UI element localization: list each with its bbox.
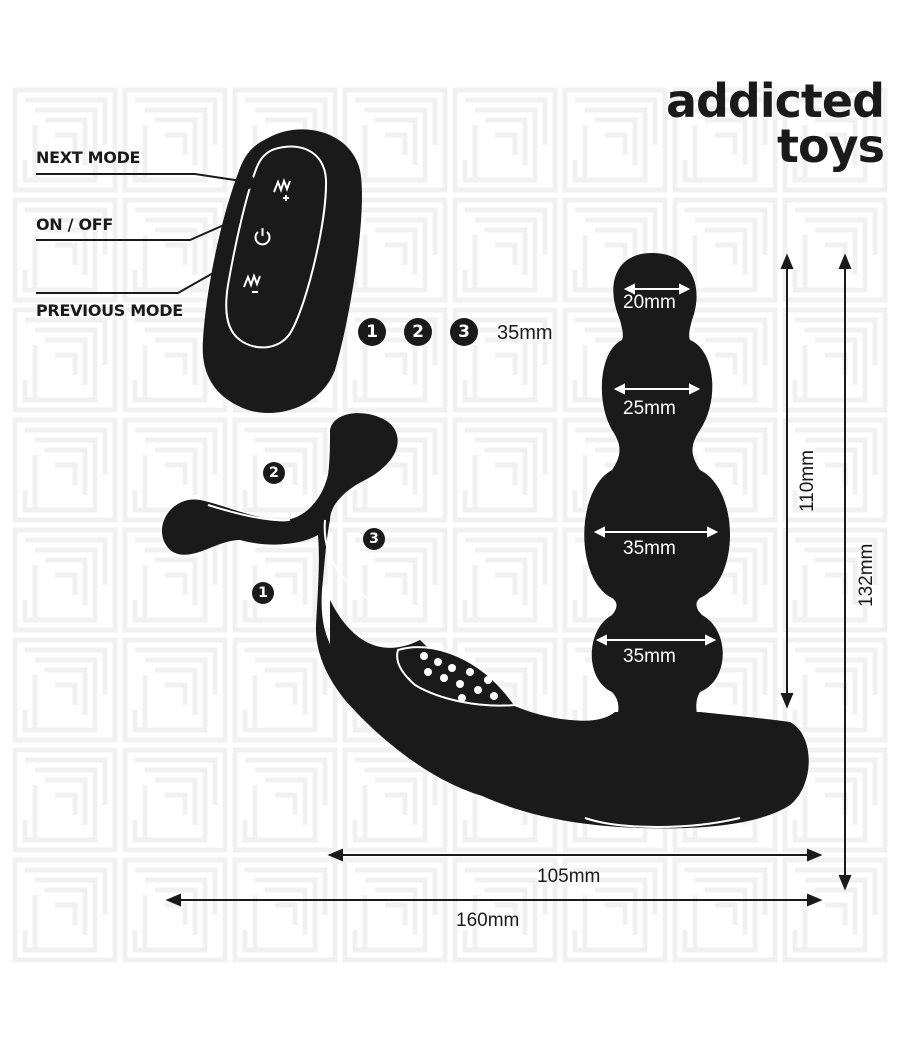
height-insertable-label: 110mm <box>797 450 818 512</box>
mode-badge-3: 3 <box>450 318 478 346</box>
bead-width-label-1: 20mm <box>623 292 676 313</box>
dimension-arrow-105 <box>327 848 823 862</box>
mode-badge-2: 2 <box>404 318 432 346</box>
bead-arrow-20 <box>623 283 691 295</box>
mode-size-text: 35mm <box>497 322 553 344</box>
brand-logo: addicted toys <box>665 74 885 173</box>
previous-mode-label: PREVIOUS MODE <box>36 301 183 320</box>
bead-width-label-3: 35mm <box>623 538 676 559</box>
dimension-arrow-132 <box>838 253 852 891</box>
height-total-label: 132mm <box>856 543 877 607</box>
leader-lines <box>36 173 255 294</box>
bead-arrow-35b <box>595 634 717 646</box>
length-partial-label: 105mm <box>537 866 601 887</box>
brand-logo-line1: addicted <box>665 74 885 128</box>
product-silhouette <box>161 253 809 829</box>
dimension-arrow-160 <box>165 893 823 907</box>
length-total-label: 160mm <box>456 910 520 931</box>
dimension-arrow-110 <box>780 253 794 709</box>
bead-width-label-4: 35mm <box>623 646 676 667</box>
movement-badge-2: 2 <box>263 462 285 484</box>
movement-badge-1: 1 <box>252 582 274 604</box>
bead-arrow-35a <box>593 526 719 538</box>
vibration-down-icon <box>243 273 261 293</box>
mode-badge-1: 1 <box>358 318 386 346</box>
bead-arrow-25 <box>613 383 701 395</box>
brand-logo-line2: toys <box>777 119 885 173</box>
bead-width-label-2: 25mm <box>623 398 676 419</box>
vibration-up-icon <box>273 178 291 201</box>
on-off-label: ON / OFF <box>36 215 114 234</box>
next-mode-label: NEXT MODE <box>36 148 141 167</box>
movement-badge-3: 3 <box>363 528 385 550</box>
power-icon <box>254 228 271 246</box>
texture-dots <box>420 652 498 702</box>
